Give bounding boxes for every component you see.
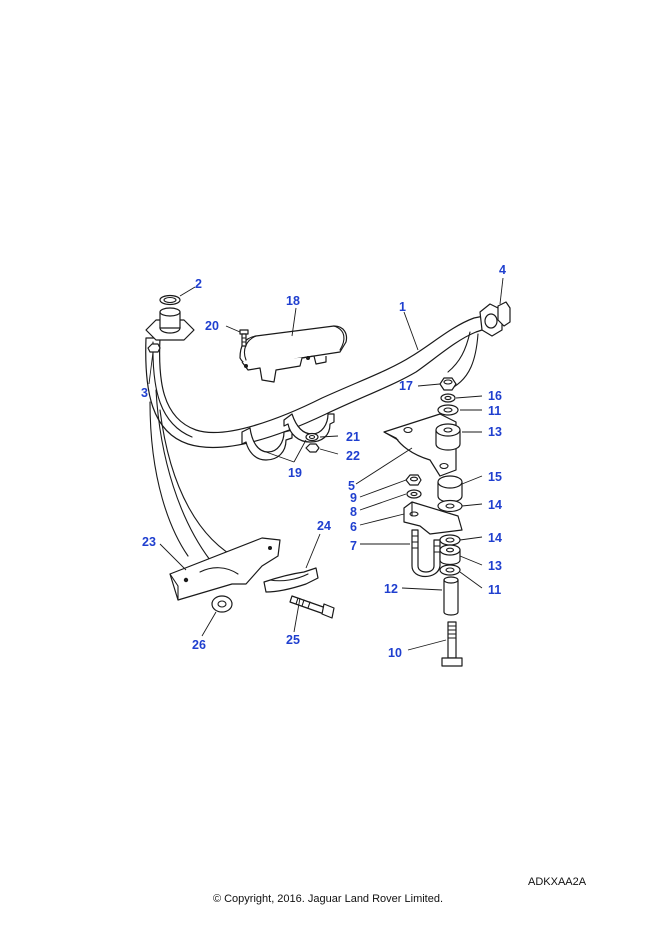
pipe-bracket — [169, 537, 281, 601]
callout-24: 24 — [317, 519, 331, 533]
callout-25: 25 — [286, 633, 300, 647]
callout-20: 20 — [205, 319, 219, 333]
callout-6: 6 — [350, 520, 357, 534]
callout-14-lower: 14 — [488, 531, 502, 545]
callout-5: 5 — [348, 479, 355, 493]
flange-nut — [147, 343, 161, 353]
callout-10: 10 — [388, 646, 402, 660]
callout-12: 12 — [384, 582, 398, 596]
callout-18: 18 — [286, 294, 300, 308]
washer-26 — [211, 595, 233, 613]
clamp-washer — [305, 432, 319, 442]
callout-4: 4 — [499, 263, 506, 277]
lower-washer-11 — [439, 564, 461, 576]
callout-19: 19 — [288, 466, 302, 480]
u-bolt — [411, 529, 441, 578]
clamp-half — [263, 567, 319, 593]
callout-13-upper: 13 — [488, 425, 502, 439]
upper-bush-13 — [435, 423, 461, 451]
bracket-bolt — [289, 595, 335, 619]
callout-14-upper: 14 — [488, 498, 502, 512]
rear-flange — [479, 301, 511, 337]
callout-9: 9 — [350, 491, 357, 505]
rubber-bush-15 — [437, 475, 463, 503]
callout-21: 21 — [346, 430, 360, 444]
washer-8 — [406, 489, 422, 499]
callout-8: 8 — [350, 505, 357, 519]
callout-17: 17 — [399, 379, 413, 393]
callout-16: 16 — [488, 389, 502, 403]
gasket — [159, 294, 181, 306]
copyright-notice: © Copyright, 2016. Jaguar Land Rover Lim… — [212, 893, 444, 905]
callout-2: 2 — [195, 277, 202, 291]
upper-washer-11 — [437, 404, 459, 416]
callout-26: 26 — [192, 638, 206, 652]
callout-22: 22 — [346, 449, 360, 463]
illustration-code: ADKXAA2A — [528, 876, 587, 888]
callout-3: 3 — [141, 386, 148, 400]
upper-nut — [439, 377, 457, 391]
upper-washer-16 — [440, 393, 456, 403]
spacer-tube — [443, 576, 459, 616]
heat-shield — [239, 325, 348, 383]
callout-labels: 1 2 3 4 5 6 7 8 9 10 11 11 12 13 13 14 1… — [141, 263, 506, 660]
callout-13-lower: 13 — [488, 559, 502, 573]
callout-11-lower: 11 — [488, 583, 501, 597]
chassis-bracket — [403, 501, 463, 535]
callout-15: 15 — [488, 470, 502, 484]
clamp-nut — [305, 443, 320, 453]
manifold-flange — [145, 307, 195, 341]
washer-14-lower — [439, 534, 461, 546]
callout-11-upper: 11 — [488, 404, 501, 418]
pipe-clamps — [241, 413, 335, 461]
long-bolt — [441, 621, 463, 667]
leader-lines — [148, 277, 504, 651]
front-pipe — [145, 313, 495, 448]
callout-1: 1 — [399, 300, 406, 314]
callout-7: 7 — [350, 539, 357, 553]
washer-14-upper — [437, 499, 463, 513]
lower-bush-13 — [439, 544, 461, 566]
nut-9 — [405, 474, 422, 486]
callout-23: 23 — [142, 535, 156, 549]
